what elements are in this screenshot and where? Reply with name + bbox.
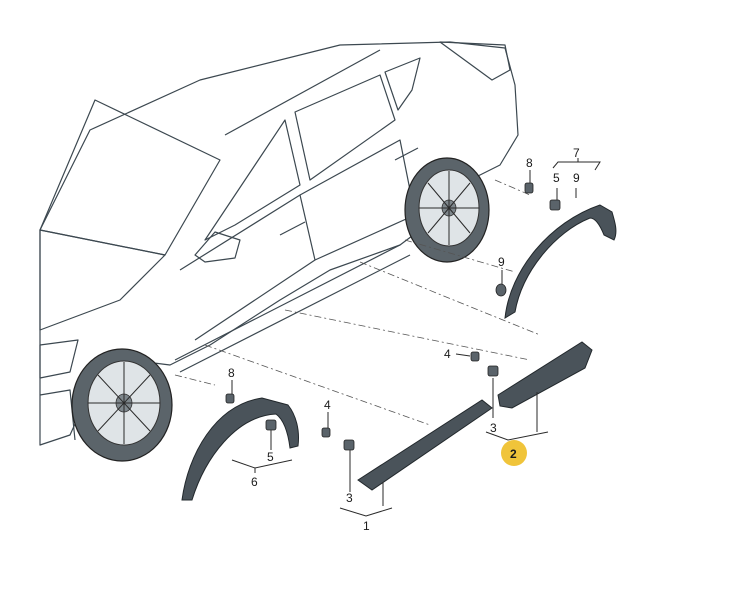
callout-5-top: 5 bbox=[553, 171, 560, 185]
rear-door bbox=[299, 139, 416, 261]
leader-lines bbox=[231, 158, 601, 517]
screw-4-left bbox=[321, 427, 331, 438]
roof-rail bbox=[224, 49, 381, 136]
highlight-marker bbox=[501, 440, 527, 466]
rear-sill-trim bbox=[497, 341, 593, 409]
side-mirror bbox=[194, 231, 241, 263]
front-bumper bbox=[39, 389, 76, 441]
callout-2: 2 bbox=[510, 447, 517, 461]
front-wheel-arch-trim bbox=[181, 397, 299, 501]
callout-4-left: 4 bbox=[324, 398, 331, 412]
callout-3-left: 3 bbox=[346, 491, 353, 505]
screw-4-right bbox=[470, 351, 480, 362]
side-window-front bbox=[204, 119, 301, 241]
assembly-lines bbox=[174, 179, 541, 426]
side-window-rear bbox=[294, 74, 396, 181]
callout-7: 7 bbox=[573, 146, 580, 160]
screw-8-left bbox=[225, 393, 235, 404]
side-window-quarter bbox=[384, 57, 421, 111]
front-wheel bbox=[71, 348, 173, 462]
rear-wheel-arch-trim bbox=[504, 204, 617, 319]
clip-8-top bbox=[524, 182, 534, 194]
rear-spoiler bbox=[439, 41, 511, 81]
callout-5-left: 5 bbox=[267, 450, 274, 464]
callout-1: 1 bbox=[363, 519, 370, 533]
callout-6: 6 bbox=[251, 475, 258, 489]
clip-5-top bbox=[549, 199, 561, 211]
clip-3-right bbox=[487, 365, 499, 377]
rear-wheel bbox=[404, 157, 490, 263]
windshield bbox=[39, 99, 221, 256]
door-handle-rear bbox=[394, 147, 419, 161]
clip-3-left bbox=[343, 439, 355, 451]
callout-9-top: 9 bbox=[573, 171, 580, 185]
callout-8-left: 8 bbox=[228, 366, 235, 380]
sill-line-lower bbox=[179, 254, 411, 373]
headlight bbox=[39, 339, 79, 379]
callout-9-mid: 9 bbox=[498, 255, 505, 269]
front-door bbox=[179, 194, 316, 341]
hood bbox=[39, 229, 166, 331]
sill-line bbox=[174, 244, 401, 361]
callout-4-right: 4 bbox=[444, 347, 451, 361]
callout-8-top: 8 bbox=[526, 156, 533, 170]
callout-3-right: 3 bbox=[490, 421, 497, 435]
front-sill-trim bbox=[357, 399, 493, 491]
nut-9-mid bbox=[495, 283, 507, 297]
clip-5-left bbox=[265, 419, 277, 431]
door-handle-front bbox=[279, 221, 306, 236]
